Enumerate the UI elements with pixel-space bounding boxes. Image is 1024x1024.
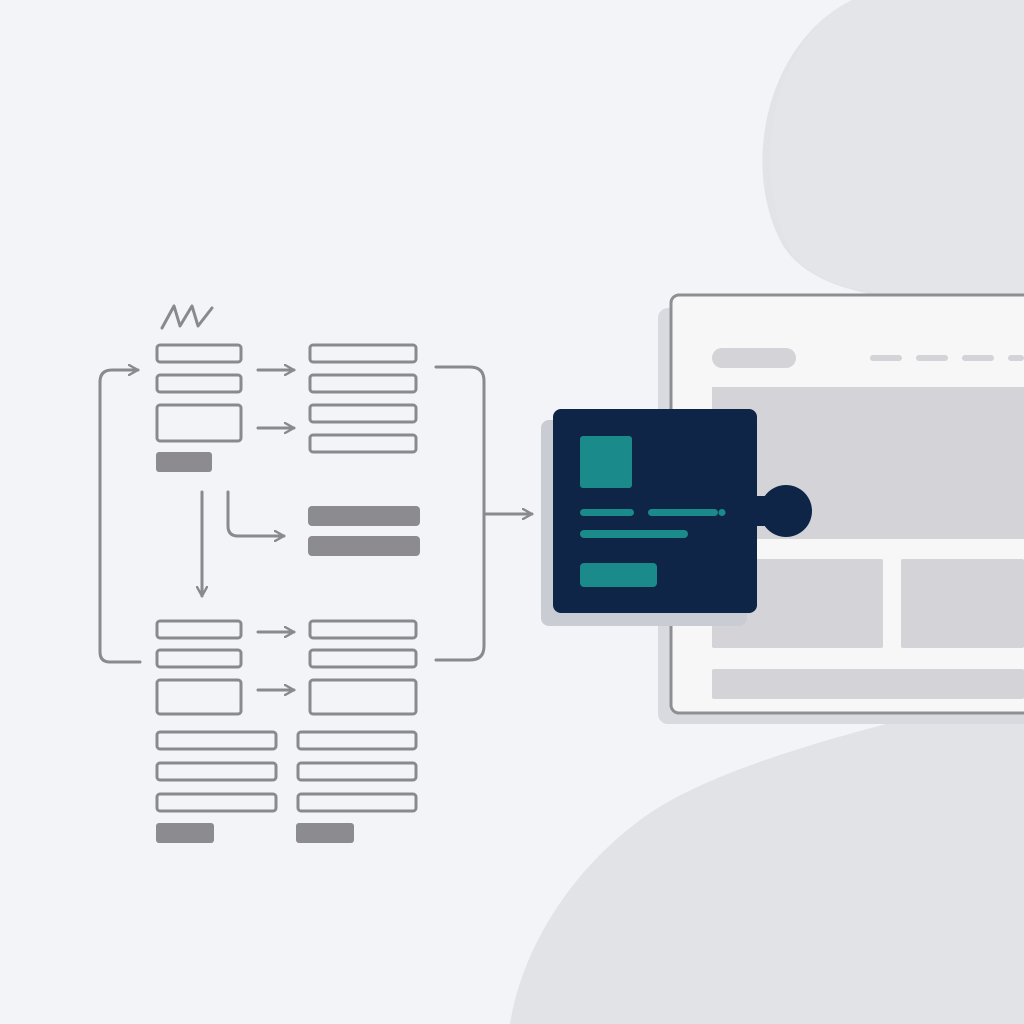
loop-connector [98, 370, 142, 664]
wire-row [155, 648, 243, 669]
wire-row [155, 792, 278, 813]
wire-bar [308, 506, 420, 526]
wire-row [296, 792, 418, 813]
puzzle-button [580, 563, 657, 587]
nav-dash [916, 355, 948, 361]
puzzle-knob-neck [750, 496, 770, 526]
wire-row [308, 433, 418, 454]
wire-row [296, 730, 418, 751]
elbow-arrow-icon [226, 490, 286, 536]
window-content-panel [901, 559, 1024, 648]
background-blob-upper [770, 0, 1024, 300]
wire-box [155, 678, 243, 716]
puzzle-image-block [580, 436, 632, 488]
nav-dash [870, 355, 902, 361]
puzzle-knob [760, 485, 812, 537]
wireframe-list-top-right [308, 343, 418, 454]
puzzle-piece-icon [541, 409, 812, 626]
wire-row [155, 730, 278, 751]
puzzle-text-line [580, 530, 688, 538]
wire-button [156, 823, 214, 843]
nav-dash [962, 355, 994, 361]
wire-button [156, 452, 212, 472]
puzzle-text-dot [718, 509, 726, 516]
wire-box [308, 678, 418, 716]
wire-row [155, 373, 243, 394]
wire-row [296, 761, 418, 782]
wire-row [308, 619, 418, 640]
wire-row [308, 403, 418, 424]
wire-box [155, 403, 243, 443]
wire-row [308, 343, 418, 364]
wire-row [155, 619, 243, 640]
zigzag-scribble-icon [160, 304, 214, 330]
wireframe-form-top-left [155, 343, 243, 443]
wire-row [155, 343, 243, 364]
wire-bar [308, 536, 420, 556]
wireframe-form-bottom-left [155, 619, 278, 813]
puzzle-text-line [580, 509, 634, 516]
wire-button [296, 823, 354, 843]
wireframe-list-bottom-right [296, 619, 418, 813]
window-nav-dashes [870, 355, 1024, 361]
window-title-bar [712, 348, 796, 368]
flow-arrows-bottom [256, 632, 296, 690]
puzzle-text-line [648, 509, 718, 516]
window-footer-bar [712, 669, 1024, 699]
wire-row [308, 373, 418, 394]
nav-dash [1008, 355, 1024, 361]
wire-row [155, 761, 278, 782]
flow-arrows-top [256, 370, 296, 428]
wire-row [308, 648, 418, 669]
